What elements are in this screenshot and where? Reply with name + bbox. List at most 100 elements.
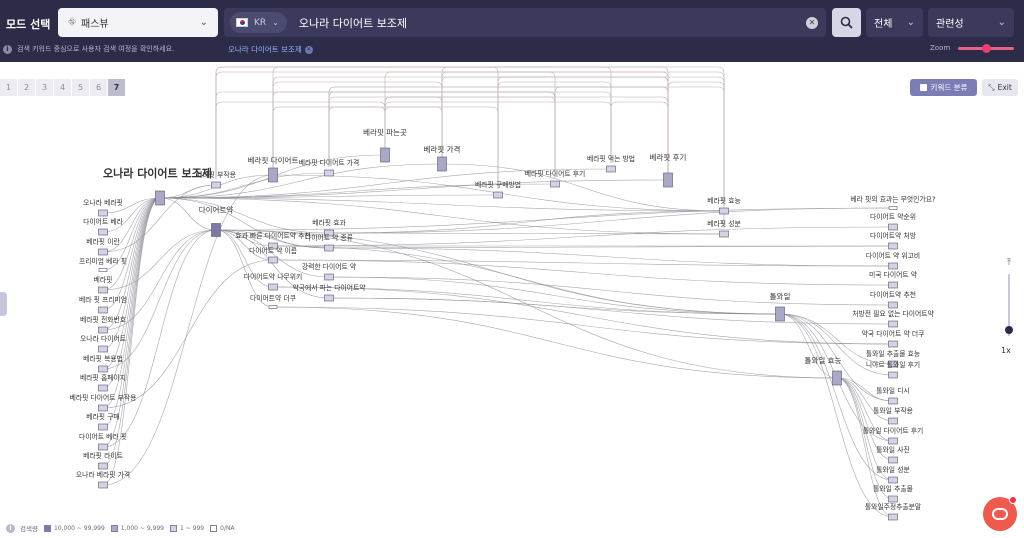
keyword-node[interactable] (324, 169, 334, 177)
keyword-node-label[interactable]: 베라핏 전화번호 (80, 315, 126, 324)
keyword-node[interactable] (888, 495, 898, 503)
keyword-node-label[interactable]: 톨와일 부작용 (873, 406, 913, 415)
keyword-node[interactable] (719, 230, 729, 238)
keyword-node[interactable] (268, 167, 278, 183)
keyword-node[interactable] (324, 294, 334, 302)
keyword-node-label[interactable]: 베라핏 홈페이지 (80, 373, 126, 382)
keyword-node[interactable] (888, 206, 898, 210)
keyword-node[interactable] (888, 281, 898, 289)
keyword-node[interactable] (211, 181, 221, 189)
keyword-node[interactable] (98, 384, 108, 392)
page-button[interactable]: 2 (18, 79, 36, 96)
page-button[interactable]: 5 (72, 79, 90, 96)
keyword-node[interactable] (324, 244, 334, 252)
keyword-node-label[interactable]: 베라핏 복용법 (83, 354, 123, 363)
keyword-node[interactable] (98, 286, 108, 294)
keyword-node-label[interactable]: 베라핏 효능 (707, 196, 740, 205)
clear-icon[interactable]: ✕ (806, 16, 818, 29)
search-button[interactable] (832, 8, 861, 37)
keyword-node[interactable] (98, 404, 108, 412)
country-select[interactable]: KR ⌄ (230, 12, 287, 33)
sort-select[interactable]: 관련성 ⌄ (928, 8, 1014, 37)
keyword-node[interactable] (98, 248, 108, 256)
keyword-node-label[interactable]: 톨와일 추출물 효능 (866, 349, 920, 358)
keyword-node-label[interactable]: 다이어트약 더쿠 (250, 294, 296, 303)
keyword-node-label[interactable]: 다이어트약 나무위키 (244, 272, 302, 281)
scope-select[interactable]: 전체 ⌄ (866, 8, 923, 37)
keyword-node-label[interactable]: 다이어트 약 종류 (305, 233, 353, 242)
keyword-node[interactable] (888, 456, 898, 464)
keyword-node-label[interactable]: 다이어트 약 위고비 (866, 251, 920, 260)
keyword-node-label[interactable]: 다이어트약 (199, 205, 234, 215)
keyword-node-label[interactable]: 약국에서 파는 다이어트약 (292, 283, 365, 292)
keyword-node[interactable] (268, 256, 278, 264)
keyword-node-label[interactable]: 베라핏 효과 (312, 218, 346, 227)
keyword-node-label[interactable]: 베라핏 부작용 (196, 170, 236, 179)
keyword-node[interactable] (324, 229, 334, 237)
keyword-node-label[interactable]: 다이어트약 추천 (870, 290, 916, 299)
keyword-node[interactable] (98, 268, 108, 272)
keyword-node-label[interactable]: 오나라 베라핏 가격 (76, 470, 130, 479)
keyword-node[interactable] (98, 209, 108, 217)
keyword-node-label[interactable]: 톨와일 사진 (876, 445, 909, 454)
keyword-node-label[interactable]: 처방전 필요 없는 다이어트약 (852, 309, 934, 318)
keyword-node-label[interactable]: 톨와일 효능 (805, 355, 842, 365)
keyword-category-button[interactable]: 키워드 분류 (910, 79, 977, 96)
keyword-node-label[interactable]: 베라핏 구매 (86, 412, 119, 421)
keyword-node[interactable] (606, 165, 616, 173)
keyword-node[interactable] (268, 242, 278, 250)
keyword-node-label[interactable]: 다이어트 베라 핏 (79, 432, 127, 441)
page-button[interactable]: 4 (54, 79, 72, 96)
fit-icon[interactable]: ⤒ (1007, 258, 1011, 268)
keyword-node-label[interactable]: 약국 다이어트 약 더쿠 (862, 329, 925, 338)
keyword-node[interactable] (493, 191, 503, 199)
keyword-node-label[interactable]: 베라핏 다이어트 가격 (299, 158, 360, 167)
vertical-zoom-track[interactable] (1008, 274, 1010, 336)
keyword-node-label[interactable]: 톨와일 성분 (876, 465, 909, 474)
keyword-node[interactable] (380, 147, 390, 163)
keyword-node[interactable] (98, 365, 108, 373)
keyword-node-label[interactable]: 베라핏 파는곳 (363, 127, 407, 137)
keyword-node[interactable] (211, 223, 221, 237)
page-button[interactable]: 3 (36, 79, 54, 96)
keyword-node[interactable] (550, 180, 560, 188)
keyword-node-label[interactable]: 베라 핏 프리미엄 (79, 295, 127, 304)
keyword-node[interactable] (98, 423, 108, 431)
keyword-node[interactable] (888, 371, 898, 379)
keyword-node-label[interactable]: 강력한 다이어트 약 (302, 262, 356, 271)
keyword-node-label[interactable]: 베라핏 라이트 (83, 451, 123, 460)
mode-select[interactable]: ⛗ 패스뷰 ⌄ (58, 8, 218, 37)
keyword-node[interactable] (888, 340, 898, 348)
keyword-node[interactable] (155, 190, 165, 206)
page-button[interactable]: 6 (90, 79, 108, 96)
search-input[interactable] (286, 8, 806, 37)
keyword-node[interactable] (663, 172, 673, 188)
keyword-node-label[interactable]: 베라핏 다이어트 부작용 (70, 393, 137, 402)
keyword-node-label[interactable]: 베라핏 후기 (650, 152, 687, 162)
keyword-node[interactable] (888, 397, 898, 405)
keyword-node-label[interactable]: 다이어트 약 이름 (249, 246, 297, 255)
keyword-node[interactable] (268, 283, 278, 291)
keyword-node[interactable] (98, 228, 108, 236)
exit-button[interactable]: ⤡ Exit (982, 79, 1018, 96)
keyword-node-label[interactable]: 톨와일 (770, 291, 791, 301)
keyword-node-label[interactable]: 베라핏 다이어트 후기 (525, 169, 586, 178)
keyword-node[interactable] (775, 306, 785, 322)
zoom-slider-handle[interactable] (982, 44, 991, 53)
close-icon[interactable]: ✕ (304, 45, 313, 54)
keyword-node-label[interactable]: 다이어트약 처방 (870, 231, 916, 240)
keyword-node-label[interactable]: 베라 핏의 효과는 무엇인가요? (850, 195, 936, 204)
keyword-node[interactable] (324, 273, 334, 281)
keyword-node[interactable] (888, 301, 898, 309)
keyword-node-label[interactable]: 프리미엄 베라 핏 (79, 257, 127, 266)
keyword-node[interactable] (888, 476, 898, 484)
keyword-node[interactable] (98, 462, 108, 470)
keyword-node-label[interactable]: 베라핏 다이어트 (248, 155, 299, 165)
side-panel-toggle[interactable] (0, 292, 7, 316)
keyword-node[interactable] (98, 306, 108, 314)
keyword-node-label[interactable]: 베라핏 가격 (424, 144, 461, 154)
keyword-node-label[interactable]: 톨와일 디시 (876, 386, 909, 395)
keyword-node-label[interactable]: 베라핏 먹는 방법 (587, 154, 635, 163)
keyword-node[interactable] (888, 242, 898, 250)
keyword-node[interactable] (98, 345, 108, 353)
